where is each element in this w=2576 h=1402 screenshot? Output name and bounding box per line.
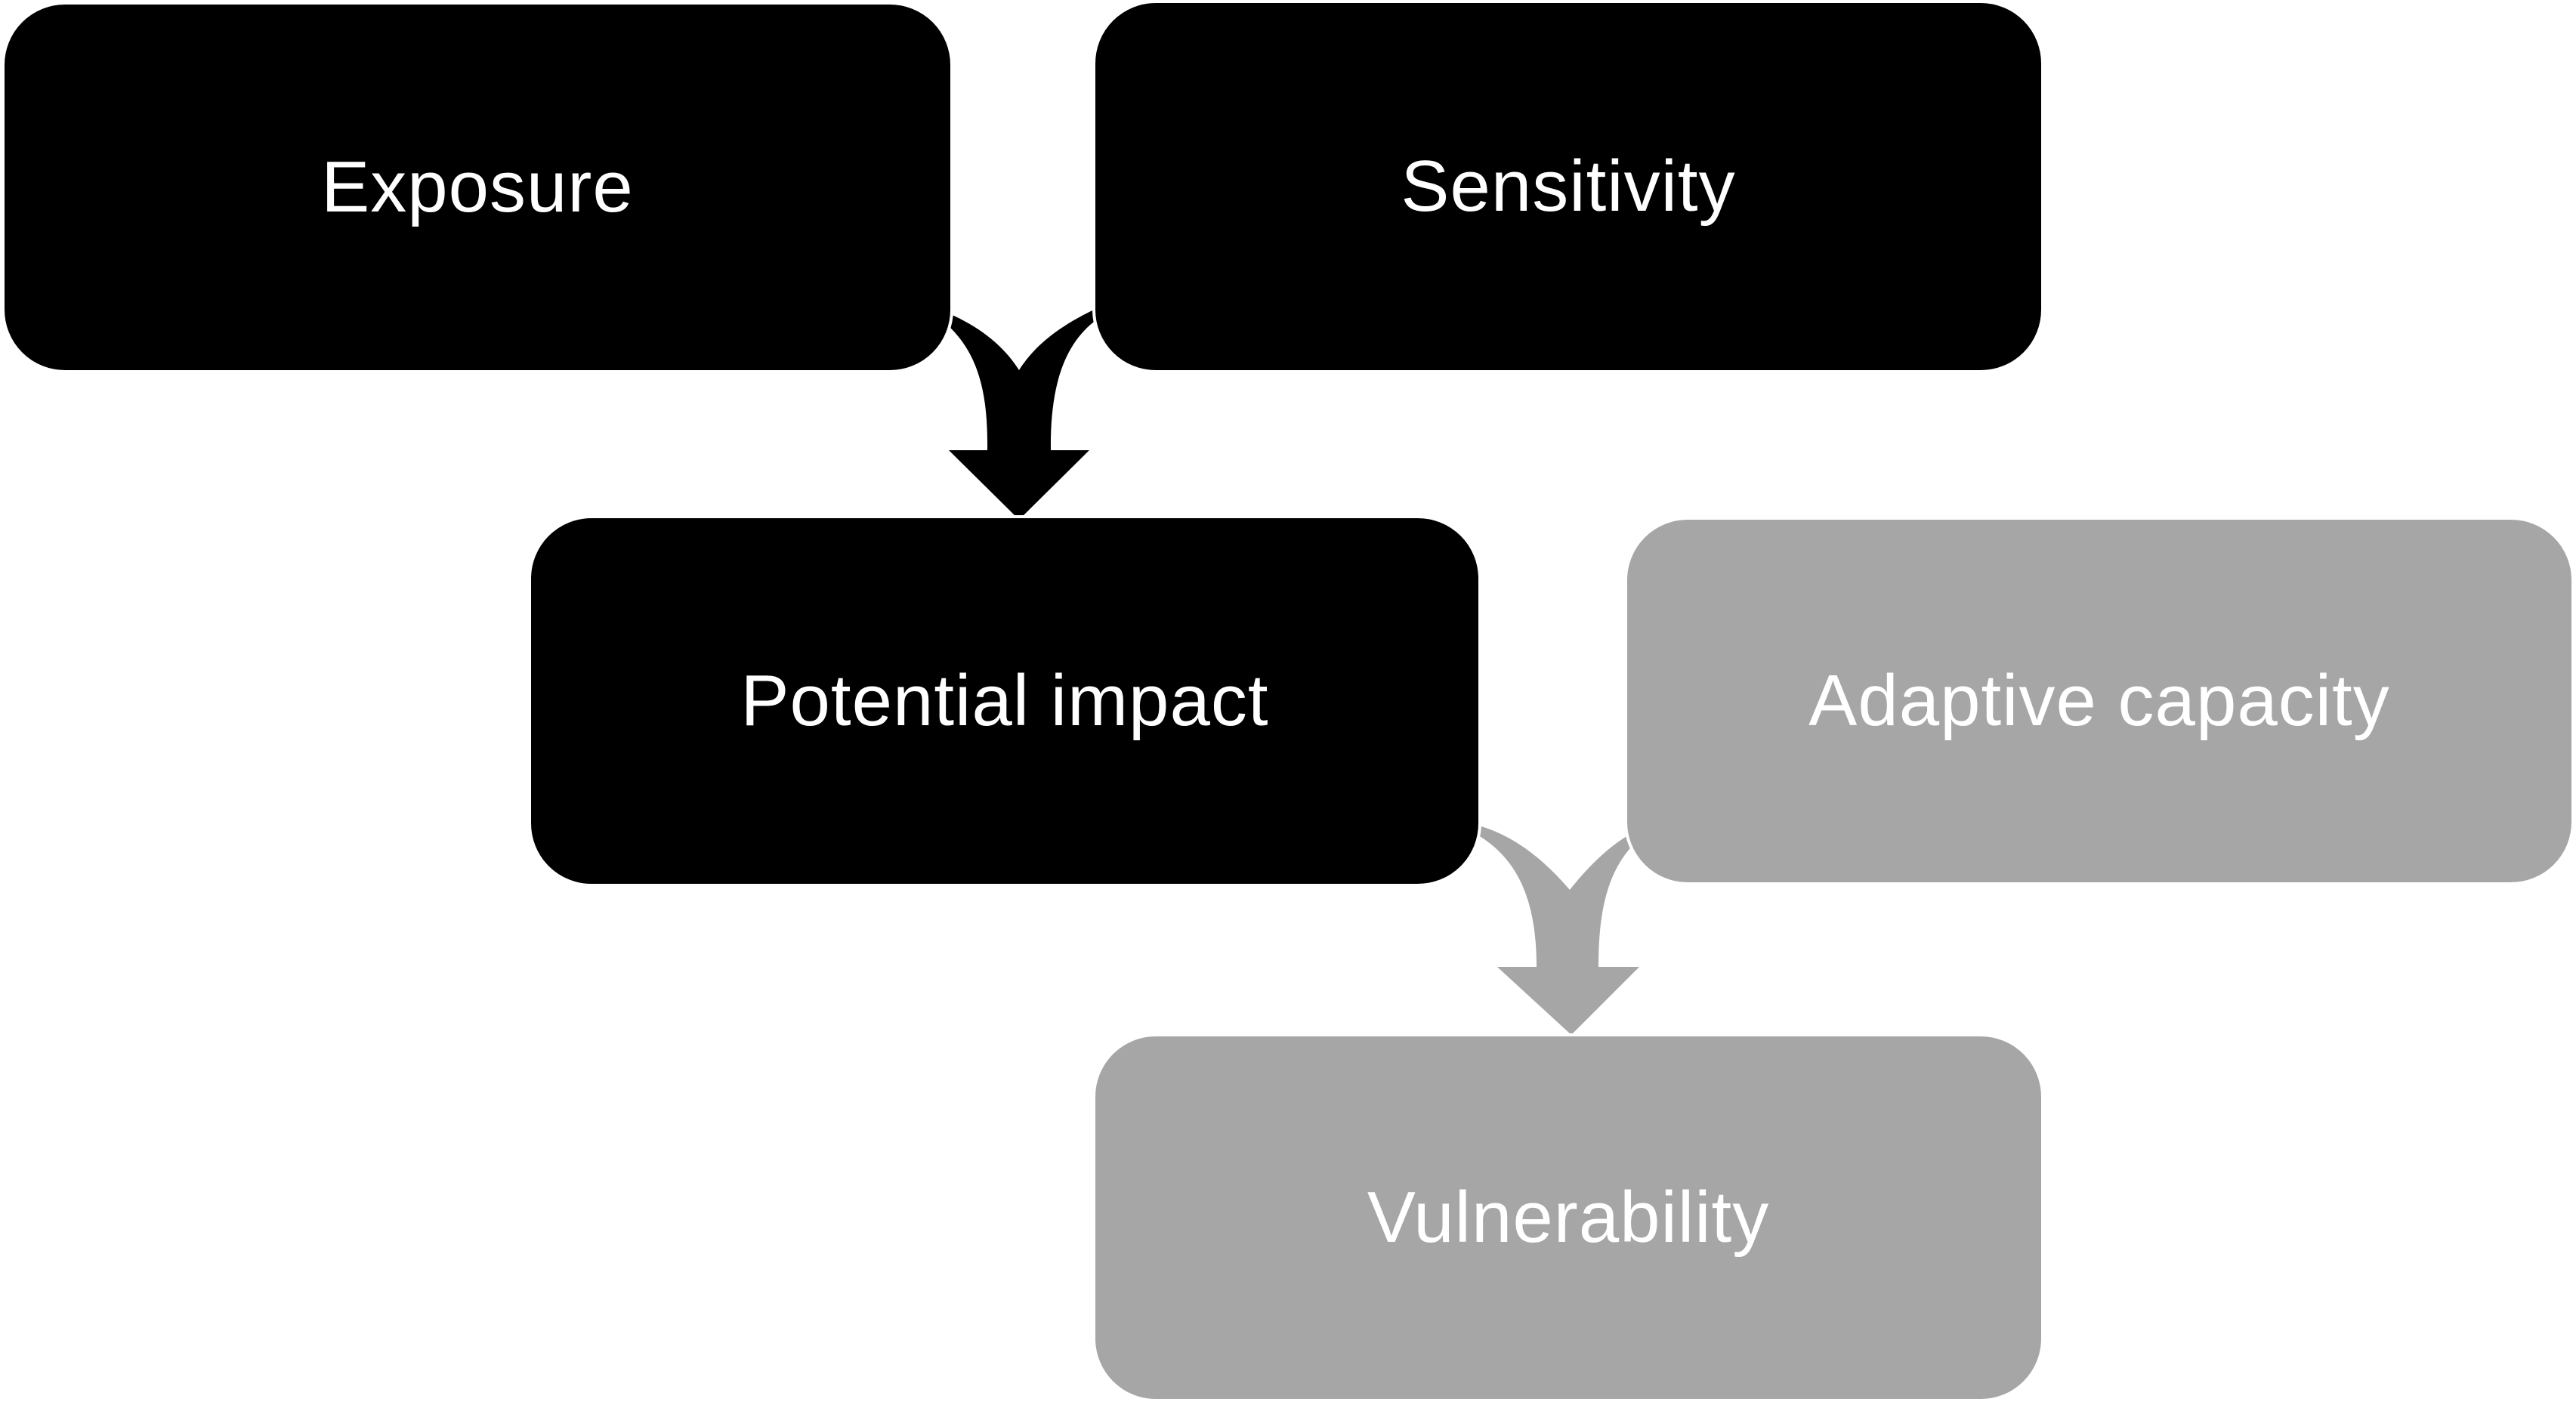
merge-arrow-impact-adaptive — [1470, 823, 1639, 1035]
potential-impact-label: Potential impact — [740, 660, 1269, 741]
vulnerability-box: Vulnerability — [1092, 1033, 2044, 1402]
vulnerability-label: Vulnerability — [1367, 1177, 1770, 1258]
potential-impact-box: Potential impact — [528, 515, 1481, 887]
exposure-label: Exposure — [321, 147, 634, 227]
exposure-box: Exposure — [2, 2, 953, 373]
merge-arrow-exposure-sensitivity — [947, 310, 1094, 520]
adaptive-capacity-box: Adaptive capacity — [1624, 517, 2574, 885]
adaptive-capacity-label: Adaptive capacity — [1808, 660, 2390, 741]
sensitivity-label: Sensitivity — [1401, 146, 1736, 227]
sensitivity-box: Sensitivity — [1092, 0, 2044, 373]
